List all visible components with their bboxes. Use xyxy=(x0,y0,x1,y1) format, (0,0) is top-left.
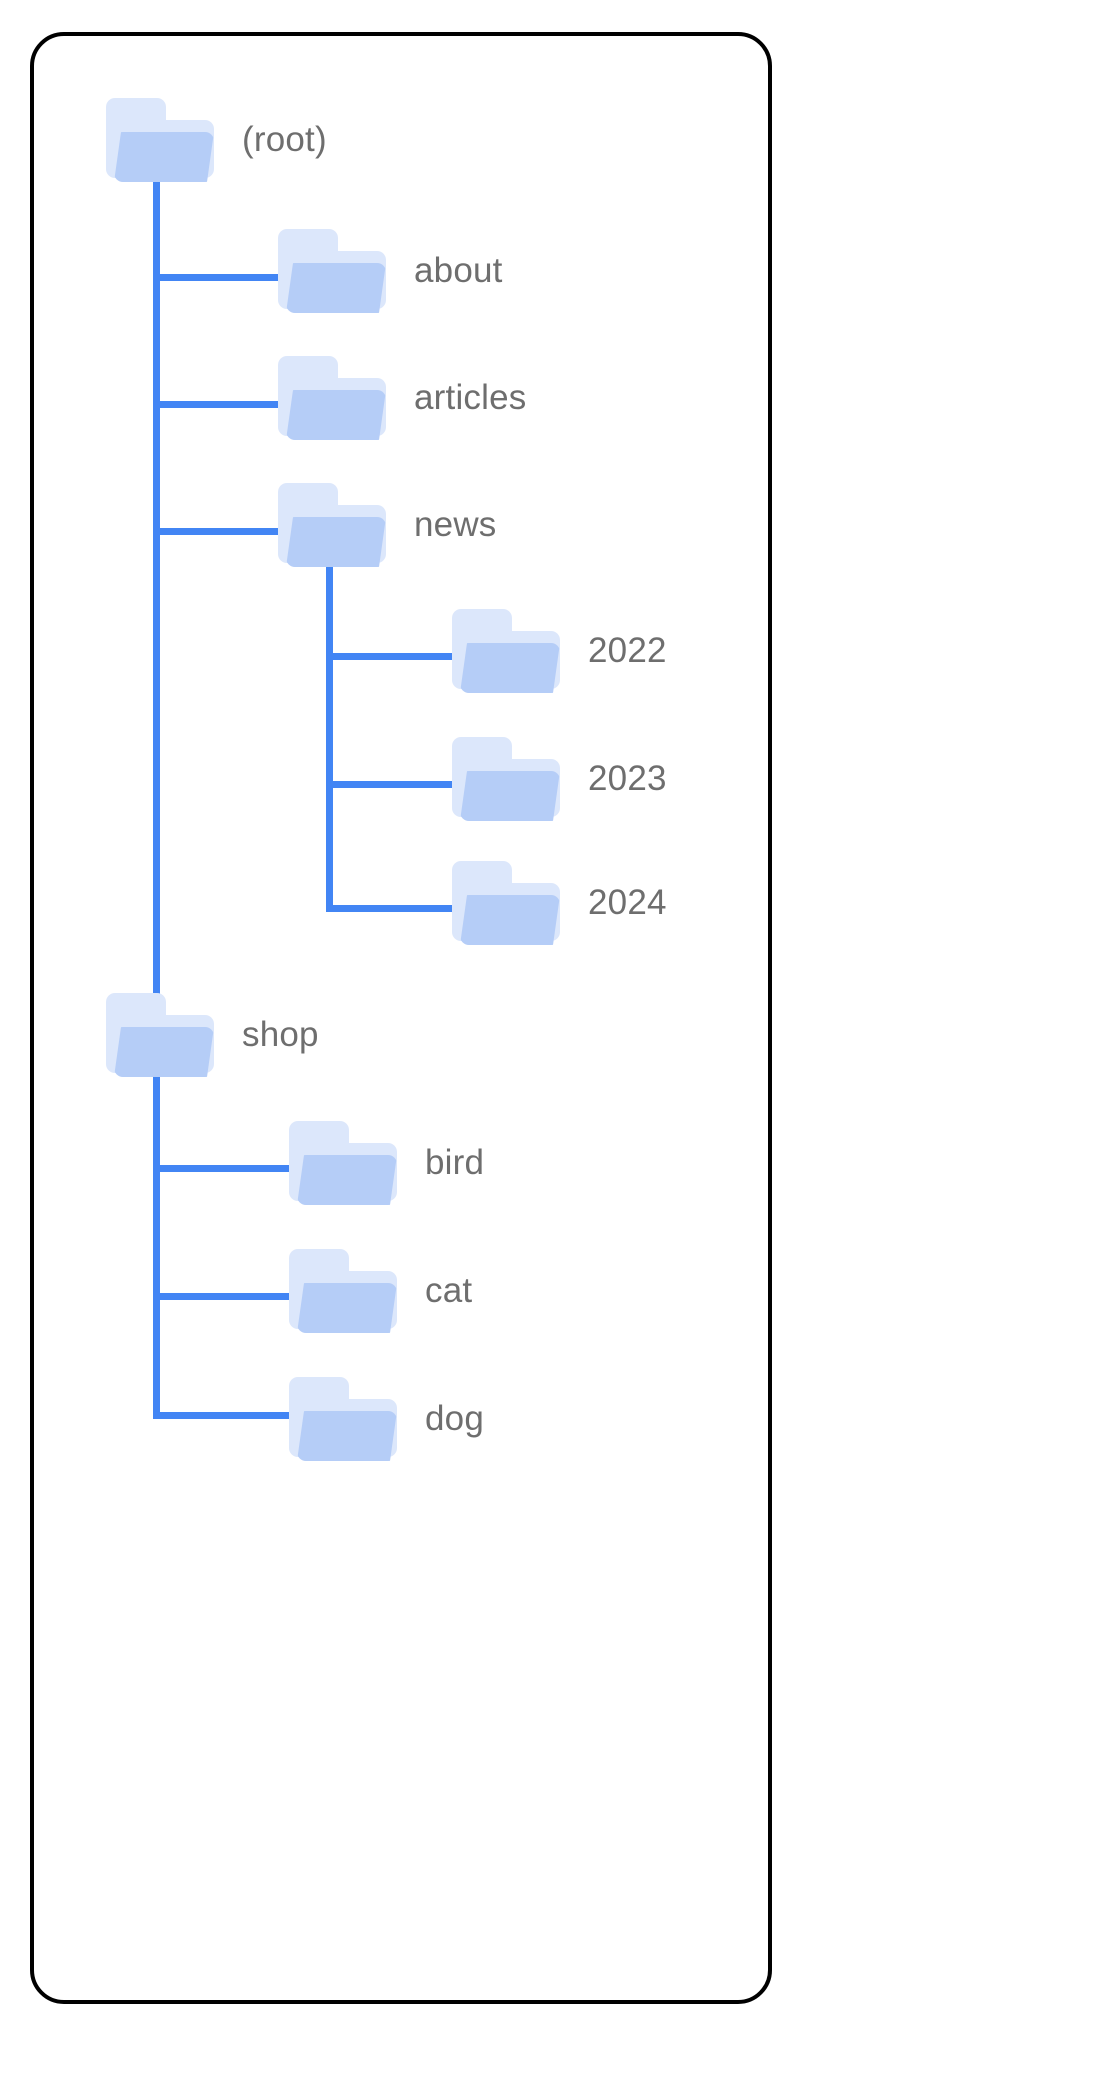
tree-node-news[interactable]: news xyxy=(272,483,497,567)
tree-node-about[interactable]: about xyxy=(272,229,503,313)
connector-news-2022 xyxy=(326,653,458,660)
connector-root-news xyxy=(153,528,285,535)
tree-node-label: articles xyxy=(414,378,527,417)
connector-shop-cat xyxy=(153,1293,295,1300)
connector-news-2024 xyxy=(326,905,458,912)
tree-node-2023[interactable]: 2023 xyxy=(446,737,667,821)
tree-node-shop[interactable]: shop xyxy=(100,993,319,1077)
folder-icon xyxy=(446,861,564,945)
folder-icon xyxy=(100,98,218,182)
tree-node-articles[interactable]: articles xyxy=(272,356,526,440)
trunk-root-main xyxy=(153,172,160,1062)
connector-news-2023 xyxy=(326,781,458,788)
connector-shop-bird xyxy=(153,1165,295,1172)
tree-node-label: about xyxy=(414,251,503,290)
tree-node-label: (root) xyxy=(242,120,327,159)
trunk-shop xyxy=(153,1062,160,1419)
tree-node-dog[interactable]: dog xyxy=(283,1377,484,1461)
tree-node-bird[interactable]: bird xyxy=(283,1121,484,1205)
connector-root-articles xyxy=(153,401,285,408)
tree-node-2022[interactable]: 2022 xyxy=(446,609,667,693)
folder-icon xyxy=(272,356,390,440)
tree-node-label: dog xyxy=(425,1399,484,1438)
tree-node-label: shop xyxy=(242,1015,319,1054)
folder-icon xyxy=(283,1377,401,1461)
folder-icon xyxy=(100,993,218,1077)
tree-node-label: 2023 xyxy=(588,759,667,798)
connector-shop-dog xyxy=(153,1412,295,1419)
folder-icon xyxy=(446,737,564,821)
folder-icon xyxy=(283,1121,401,1205)
folder-icon xyxy=(446,609,564,693)
tree-node-label: bird xyxy=(425,1143,485,1182)
tree-node-root[interactable]: (root) xyxy=(100,98,327,182)
tree-node-cat[interactable]: cat xyxy=(283,1249,472,1333)
tree-node-label: 2024 xyxy=(588,883,667,922)
folder-icon xyxy=(283,1249,401,1333)
tree-node-label: 2022 xyxy=(588,631,667,670)
tree-node-2024[interactable]: 2024 xyxy=(446,861,667,945)
folder-icon xyxy=(272,229,390,313)
tree-node-label: cat xyxy=(425,1271,473,1310)
tree-node-label: news xyxy=(414,505,497,544)
trunk-news xyxy=(326,556,333,912)
connector-root-about xyxy=(153,274,285,281)
folder-icon xyxy=(272,483,390,567)
